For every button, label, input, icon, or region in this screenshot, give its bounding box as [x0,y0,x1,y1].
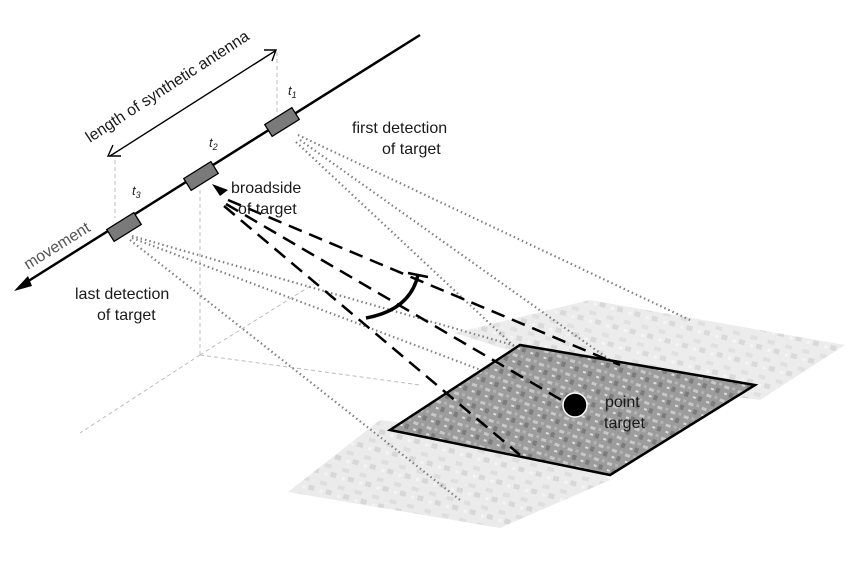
label-t1: t1 [288,83,297,100]
point-target-marker [562,392,588,418]
movement-arrow-icon [14,276,32,291]
label-last-detection-2: of target [97,307,156,324]
label-broadside-1: broadside [231,180,301,197]
sensor-t3 [105,211,143,243]
label-antenna-length: length of synthetic antenna [83,28,253,146]
label-first-detection-1: first detection [352,120,447,137]
beam-last-detection [129,234,561,501]
ground-image-far [455,300,845,400]
antenna-length-arrow [106,49,277,157]
label-point-target-1: point [605,394,640,411]
beam-angle-arc [365,274,420,320]
label-broadside-2: of target [238,201,297,218]
sensor-t2 [182,160,220,192]
label-t3: t3 [132,183,141,200]
label-t2: t2 [209,135,218,152]
label-last-detection-1: last detection [75,286,169,303]
label-point-target-2: target [604,415,645,432]
guide-lines [79,52,421,434]
beam-first-detection [295,134,691,381]
flight-track [21,33,421,287]
label-first-detection-2: of target [382,141,441,158]
broadside-arrow-icon [212,184,228,196]
sensor-t1 [263,106,301,138]
